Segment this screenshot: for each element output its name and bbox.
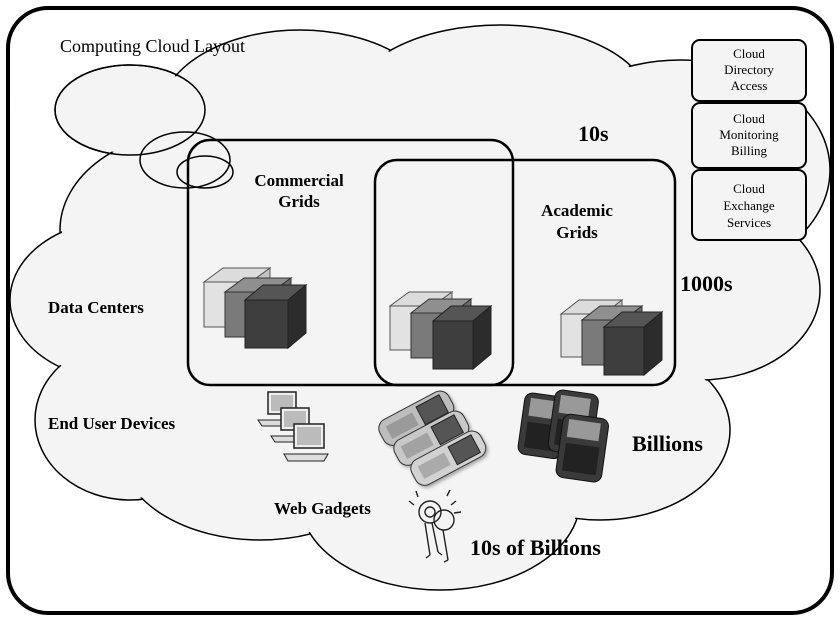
academic-grids-label-line1: Academic bbox=[541, 201, 613, 220]
service-exchange-line1: Cloud bbox=[733, 181, 765, 196]
service-box-exchange bbox=[691, 169, 807, 241]
service-directory-line3: Access bbox=[731, 78, 768, 93]
server-cube-icon bbox=[388, 291, 493, 371]
service-directory-line1: Cloud bbox=[733, 46, 765, 61]
mobile-phone-icon bbox=[378, 390, 487, 486]
end-user-devices-label: End User Devices bbox=[48, 414, 176, 433]
service-exchange-line2: Exchange bbox=[723, 198, 774, 213]
service-exchange-line3: Services bbox=[727, 215, 771, 230]
commercial-grids-label-line2: Grids bbox=[278, 192, 320, 211]
web-gadgets-label: Web Gadgets bbox=[274, 499, 371, 518]
scale-label-tens-of-billions: 10s of Billions bbox=[470, 535, 601, 560]
commercial-grids-label-line1: Commercial bbox=[254, 171, 344, 190]
key-gadget-icon bbox=[408, 489, 462, 563]
service-box-directory bbox=[691, 39, 807, 102]
scale-label-tens: 10s bbox=[578, 121, 609, 146]
service-monitoring-line2: Monitoring bbox=[719, 127, 779, 142]
commercial-grids-box bbox=[186, 138, 515, 387]
server-cube-icon bbox=[202, 267, 308, 350]
scale-label-billions: Billions bbox=[632, 431, 703, 456]
diagram-title: Computing Cloud Layout bbox=[60, 36, 245, 56]
cloud-services-panel: Cloud Directory Access Cloud Monitoring … bbox=[691, 39, 807, 241]
service-box-monitoring bbox=[691, 102, 807, 169]
scale-label-thousands: 1000s bbox=[680, 271, 733, 296]
smartphone-icon bbox=[517, 389, 609, 483]
service-directory-line2: Directory bbox=[724, 62, 774, 77]
data-centers-label: Data Centers bbox=[48, 298, 144, 317]
service-monitoring-line3: Billing bbox=[731, 143, 768, 158]
server-cube-icon bbox=[559, 298, 664, 377]
desktop-computer-icon bbox=[257, 391, 329, 462]
service-monitoring-line1: Cloud bbox=[733, 111, 765, 126]
cloud-puff-ellipses bbox=[54, 64, 234, 189]
academic-grids-box bbox=[373, 158, 677, 387]
academic-grids-label-line2: Grids bbox=[556, 223, 598, 242]
